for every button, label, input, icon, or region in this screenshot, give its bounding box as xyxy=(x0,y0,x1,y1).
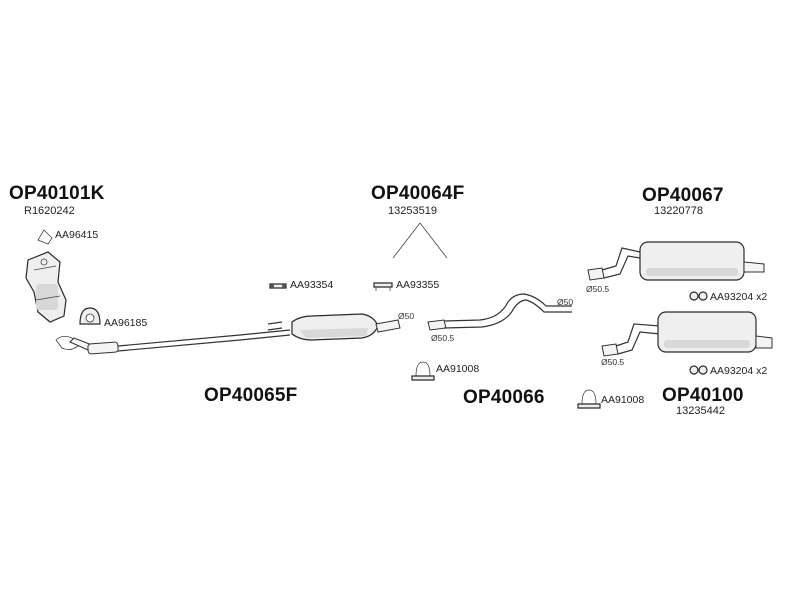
accessory-label-clamp-a: AA93354 xyxy=(290,279,334,291)
part-code-rear-top: OP40067 xyxy=(642,185,724,206)
diameter-label-rear-bottom-inlet: Ø50.5 xyxy=(601,357,625,367)
gasket-drawing-cat xyxy=(37,229,53,245)
oem-number-cat: R1620242 xyxy=(24,205,75,217)
diameter-label-mid-outlet: Ø50 xyxy=(557,297,574,307)
accessory-label-clamp-rear: AA91008 xyxy=(601,394,645,406)
part-code-front-pipe: OP40065F xyxy=(204,385,298,406)
oem-number-rear-top: 13220778 xyxy=(654,205,703,217)
center-part-pointer-lines xyxy=(392,222,448,259)
clamp-drawing-a xyxy=(269,283,287,289)
oem-number-center-top: 13253519 xyxy=(388,205,437,217)
oem-number-rear-bottom: 13235442 xyxy=(676,405,725,417)
diameter-label-silencer-outlet: Ø50 xyxy=(398,311,415,321)
accessory-label-clamp-b: AA93355 xyxy=(396,279,440,291)
hanger-drawing-bottom xyxy=(689,365,708,375)
accessory-label-gasket-ring: AA96185 xyxy=(104,317,148,329)
rear-silencer-top-drawing xyxy=(587,241,765,281)
hanger-drawing-top xyxy=(689,291,708,301)
part-code-mid-pipe: OP40066 xyxy=(463,387,545,408)
accessory-label-hanger-top: AA93204 x2 xyxy=(710,291,768,303)
clamp-drawing-rear xyxy=(577,389,601,409)
accessory-label-hanger-bottom: AA93204 x2 xyxy=(710,365,768,377)
front-silencer-drawing xyxy=(291,313,401,341)
accessory-label-clamp-mid: AA91008 xyxy=(436,363,480,375)
part-code-cat: OP40101K xyxy=(9,183,105,204)
part-code-center-top: OP40064F xyxy=(371,183,465,204)
diameter-label-rear-top-inlet: Ø50.5 xyxy=(586,284,610,294)
gasket-ring-drawing xyxy=(79,307,101,325)
front-pipe-drawing xyxy=(55,321,291,355)
clamp-drawing-mid xyxy=(411,361,435,381)
clamp-drawing-b xyxy=(373,282,393,291)
mid-pipe-drawing xyxy=(427,293,572,331)
diameter-label-mid-inlet: Ø50.5 xyxy=(431,333,455,343)
part-code-rear-bottom: OP40100 xyxy=(662,385,744,406)
accessory-label-gasket-cat: AA96415 xyxy=(55,229,99,241)
catalytic-converter-drawing xyxy=(25,251,67,323)
rear-silencer-bottom-drawing xyxy=(601,311,773,357)
